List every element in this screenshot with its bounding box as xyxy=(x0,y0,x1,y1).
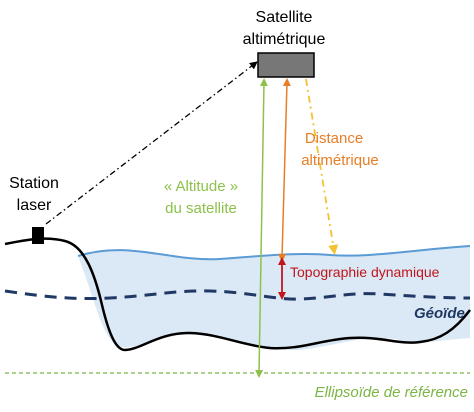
topography-label: Topographie dynamique xyxy=(290,264,440,280)
distance-label-line2: altimétrique xyxy=(301,152,379,169)
station-laser-icon xyxy=(32,227,44,244)
radar-beam-arrow xyxy=(305,78,339,255)
satellite-icon xyxy=(257,52,315,78)
satellite-label-line2: altimétrique xyxy=(243,31,326,48)
station-label-line1: Station xyxy=(9,175,59,192)
altitude-label-line2: du satellite xyxy=(165,200,237,217)
station-label-line2: laser xyxy=(17,197,52,214)
geoid-label: Géoïde xyxy=(414,305,465,322)
geoid-line xyxy=(4,289,471,301)
distance-label-line1: Distance xyxy=(305,130,363,147)
ellipsoid-label: Ellipsoïde de référence xyxy=(315,384,468,401)
altitude-arrow xyxy=(255,78,268,378)
distance-arrow xyxy=(278,78,291,262)
altitude-label-line1: « Altitude » xyxy=(164,178,238,195)
laser-beam-arrow xyxy=(45,61,258,225)
satellite-label-line1: Satellite xyxy=(256,9,313,26)
sea-surface-line xyxy=(77,245,471,261)
terrain-profile xyxy=(4,237,471,352)
